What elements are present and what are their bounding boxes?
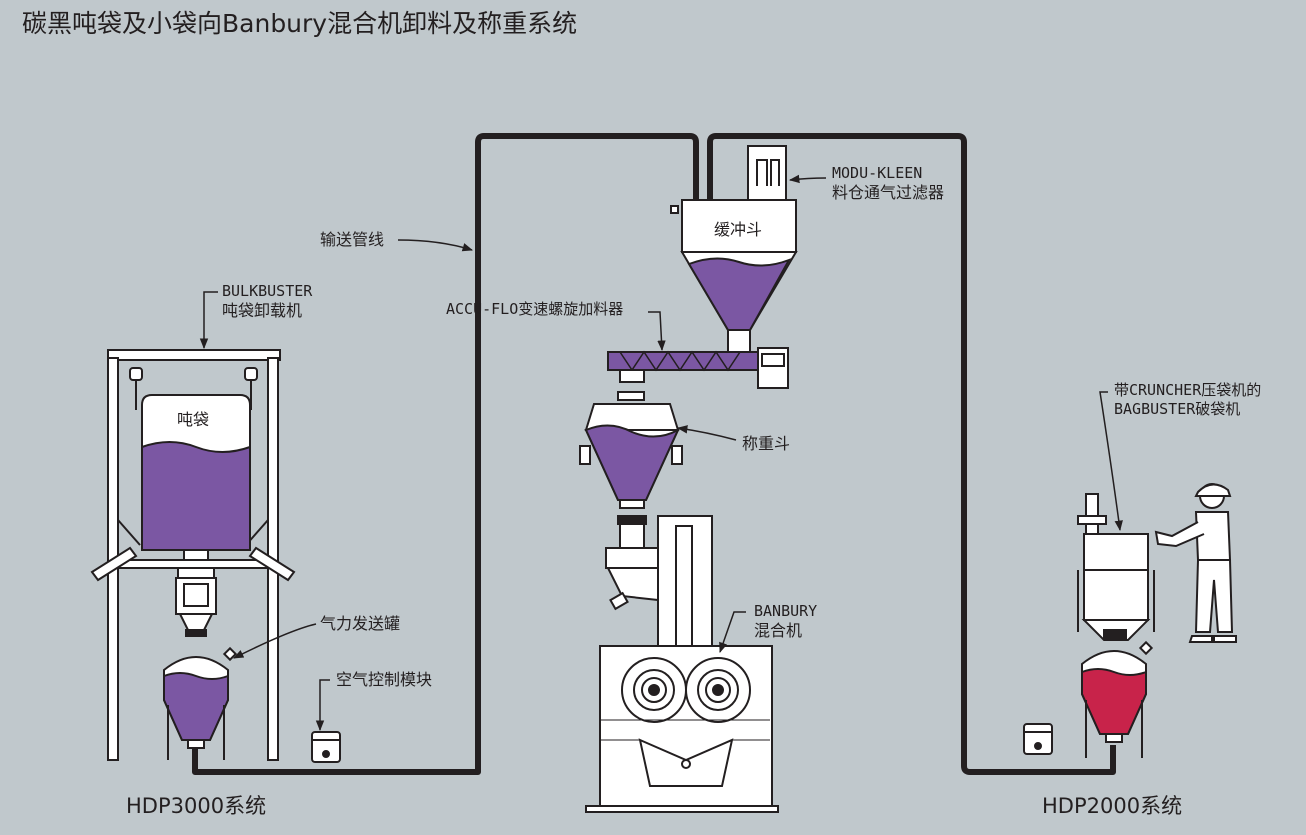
buffer-hopper <box>670 145 798 365</box>
pneumatic-tank-hdp2000 <box>1081 629 1154 758</box>
bagbuster-label-1: 带CRUNCHER压袋机的 <box>1114 381 1262 399</box>
screw-feeder <box>607 347 789 389</box>
weigh-hopper-label: 称重斗 <box>742 434 791 453</box>
air-control-module <box>311 731 341 763</box>
pneumatic-tank-label: 气力发送罐 <box>320 614 401 633</box>
buffer-hopper-label: 缓冲斗 <box>714 220 763 239</box>
conveying-line-label: 输送管线 <box>320 230 385 249</box>
bulk-bag-label: 吨袋 <box>177 410 210 429</box>
bulkbuster-label-cn: 吨袋卸载机 <box>222 301 303 320</box>
conveying-line-right <box>707 133 1116 775</box>
weigh-hopper <box>579 391 683 525</box>
system-label-hdp2000: HDP2000系统 <box>1042 794 1183 818</box>
bagbuster <box>1077 493 1155 641</box>
bagbuster-label-2: BAGBUSTER破袋机 <box>1114 400 1241 418</box>
banbury-label-cn: 混合机 <box>754 621 803 640</box>
operator-figure <box>1154 483 1237 643</box>
system-label-hdp3000: HDP3000系统 <box>126 794 267 818</box>
banbury-label-en: BANBURY <box>754 602 818 620</box>
banbury-mixer <box>585 515 779 813</box>
bulk-bag <box>141 394 251 551</box>
accu-flo-label: ACCU-FLO变速螺旋加料器 <box>446 300 624 318</box>
modu-kleen-label-en: MODU-KLEEN <box>832 164 923 182</box>
callout-lines <box>199 174 1123 732</box>
air-control-label: 空气控制模块 <box>336 670 433 689</box>
page-title: 碳黑吨袋及小袋向Banbury混合机卸料及称重系统 <box>22 9 578 38</box>
air-control-module-2 <box>1023 723 1053 755</box>
modu-kleen-label-cn: 料仓通气过滤器 <box>832 183 945 202</box>
pneumatic-tank-hdp3000 <box>163 646 238 760</box>
bag-spout <box>175 549 217 637</box>
conveying-line-left <box>192 133 699 775</box>
bulkbuster-label-en: BULKBUSTER <box>222 282 313 300</box>
